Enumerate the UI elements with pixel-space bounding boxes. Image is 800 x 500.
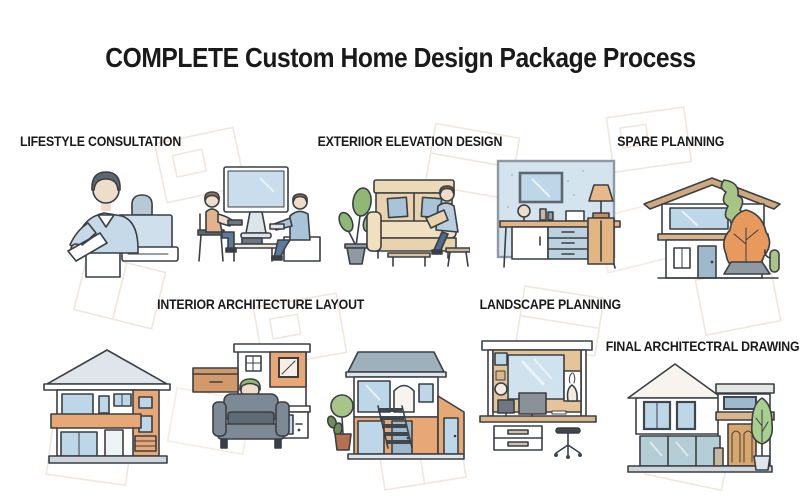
lifestyle-consultation-illustration (30, 157, 180, 282)
desk-and-wall-illustration (488, 155, 623, 273)
final-house-illustration (616, 356, 788, 478)
step-label-exterior-elevation-design: EXTERIIOR ELEVATION DESIGN (317, 133, 503, 149)
person-in-armchair-illustration (188, 340, 313, 468)
page-title-text: COMPLETE Custom Home Design Package Proc… (104, 42, 696, 73)
step-label-final-architectural-drawings: FINAL ARCHITECTRAL DRAWINGS (605, 338, 800, 354)
step-label-landscape-planning: LANDSCAPE PLANNING (479, 296, 622, 312)
house-with-plants-illustration (628, 152, 793, 282)
step-label-spare-planning: SPARE PLANNING (617, 133, 724, 149)
step-label-interior-architecture-layout: INTERIOR ARCHITECTURE LAYOUT (157, 296, 365, 312)
sofa-plan-review-illustration (330, 160, 470, 268)
design-meeting-tv-illustration (182, 162, 322, 267)
house-with-staircase-illustration (322, 344, 467, 468)
step-label-lifestyle-consultation: LIFESTYLE CONSULTATION (19, 133, 182, 149)
two-story-house-illustration (35, 342, 180, 470)
page-title: COMPLETE Custom Home Design Package Proc… (0, 42, 800, 74)
home-workstation-illustration (472, 337, 602, 473)
